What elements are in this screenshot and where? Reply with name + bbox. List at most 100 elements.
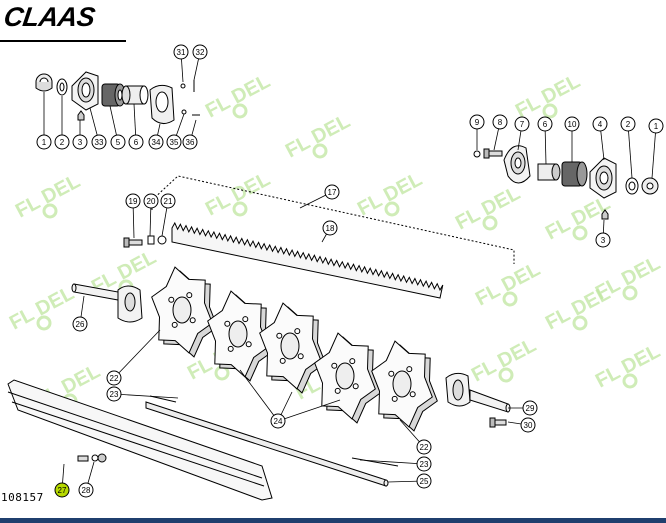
callout-label-18: 18 — [326, 224, 335, 233]
rotor-bolt-hole — [168, 296, 175, 303]
rotor-bolt-hole — [171, 321, 178, 328]
rotor-hub — [335, 362, 355, 390]
callout-circle — [72, 134, 88, 150]
callout-circle — [148, 134, 164, 150]
callout-circle — [166, 134, 182, 150]
callout-label-28: 28 — [82, 486, 91, 495]
watermark-text: FL DEL — [512, 70, 584, 122]
rotor-bolt-hole — [276, 332, 283, 339]
watermark-gear-icon — [502, 291, 518, 307]
leader-line — [113, 329, 161, 379]
bottom-guard-27 — [7, 379, 273, 501]
part-flange-right-4 — [589, 157, 617, 199]
watermark-text: FL DEL — [354, 168, 426, 220]
callout-circle — [416, 439, 432, 455]
rotor-bolt-hole — [245, 341, 252, 348]
rail-strip-23 — [149, 395, 177, 403]
watermark-text: FL DEL — [472, 258, 544, 310]
callout-circle — [492, 114, 508, 130]
leader-line — [113, 393, 179, 399]
drawing-number: 108157 — [1, 491, 44, 504]
rotor-bolt-hole — [352, 383, 359, 390]
callout-label-8: 8 — [498, 118, 503, 127]
callout-label-22: 22 — [110, 374, 119, 383]
part-grease-nipple-left — [77, 110, 85, 121]
callout-circle — [36, 134, 52, 150]
rotor-hub — [172, 296, 192, 324]
watermark-text: FL DEL — [468, 334, 540, 386]
rotor-hub — [280, 332, 300, 360]
callout-label-36: 36 — [186, 138, 195, 147]
callout-circle — [270, 413, 286, 429]
callout-circle — [595, 232, 611, 248]
callout-label-5: 5 — [116, 138, 121, 147]
rotor-hub — [392, 370, 412, 398]
rotor-bolt-hole — [406, 366, 413, 373]
rotor-bolt-hole — [189, 317, 196, 324]
rotor-bolt-hole — [334, 387, 341, 394]
callout-circle — [182, 134, 198, 150]
rotor-bolt-hole — [409, 391, 416, 398]
callout-circle — [106, 370, 122, 386]
shaft-right-29 — [445, 372, 511, 428]
callout-circle — [106, 386, 122, 402]
callout-label-10: 10 — [568, 120, 577, 129]
rotor-bolt-hole — [224, 320, 231, 327]
callout-circle — [128, 134, 144, 150]
leader-line — [239, 369, 279, 422]
watermark-text: FL DEL — [592, 340, 664, 392]
callout-label-34: 34 — [152, 138, 161, 147]
callout-circle — [78, 482, 94, 498]
callout-circle — [514, 116, 530, 132]
callout-circle — [143, 193, 159, 209]
watermark-text: FL DEL — [282, 110, 354, 162]
watermark-gear-icon — [542, 103, 558, 119]
assembly-bracket-17 — [151, 175, 515, 264]
part-screw-31-32 — [180, 80, 200, 116]
watermark-text: FL DEL — [6, 282, 78, 334]
callout-label-23: 23 — [110, 390, 119, 399]
callout-circle — [537, 116, 553, 132]
callout-circle — [469, 114, 485, 130]
callout-circle — [54, 134, 70, 150]
part-grease-nipple-right-3 — [601, 209, 609, 220]
leader-line — [627, 123, 633, 179]
callout-label-3: 3 — [601, 236, 606, 245]
callout-label-1: 1 — [42, 138, 47, 147]
callout-label-31: 31 — [177, 48, 186, 57]
callout-label-20: 20 — [147, 197, 156, 206]
rotor-bolt-hole — [186, 292, 193, 299]
part-flange-right-7 — [503, 145, 531, 184]
watermark-gear-icon — [572, 225, 588, 241]
watermark-text: FL DEL — [592, 252, 664, 304]
callout-label-2: 2 — [626, 120, 631, 129]
watermark-gear-icon — [482, 215, 498, 231]
callout-label-9: 9 — [475, 118, 480, 127]
part-bolt-right-8 — [483, 148, 503, 159]
watermark-text: FL DEL — [452, 182, 524, 234]
callout-circle — [416, 456, 432, 472]
star-rotor-group — [151, 266, 438, 432]
callout-label-35: 35 — [170, 138, 179, 147]
callout-label-1: 1 — [654, 122, 659, 131]
part-nut-right-1 — [641, 177, 659, 195]
callout-label-29: 29 — [526, 404, 535, 413]
callout-circle — [324, 184, 340, 200]
callout-label-17: 17 — [328, 188, 337, 197]
watermark-gear-icon — [232, 201, 248, 217]
part-washer-right-9 — [473, 150, 481, 158]
bearing-group-left — [35, 71, 200, 124]
callout-circle — [416, 473, 432, 489]
rotor-bolt-hole — [227, 345, 234, 352]
shaft-left-26 — [71, 283, 143, 323]
callout-circle — [91, 134, 107, 150]
watermark-gear-icon — [232, 103, 248, 119]
watermark-gear-icon — [42, 203, 58, 219]
callout-circle — [564, 116, 580, 132]
watermark-gear-icon — [572, 315, 588, 331]
callout-label-25: 25 — [420, 477, 429, 486]
watermark-gear-icon — [36, 315, 52, 331]
leader-line — [651, 125, 657, 179]
